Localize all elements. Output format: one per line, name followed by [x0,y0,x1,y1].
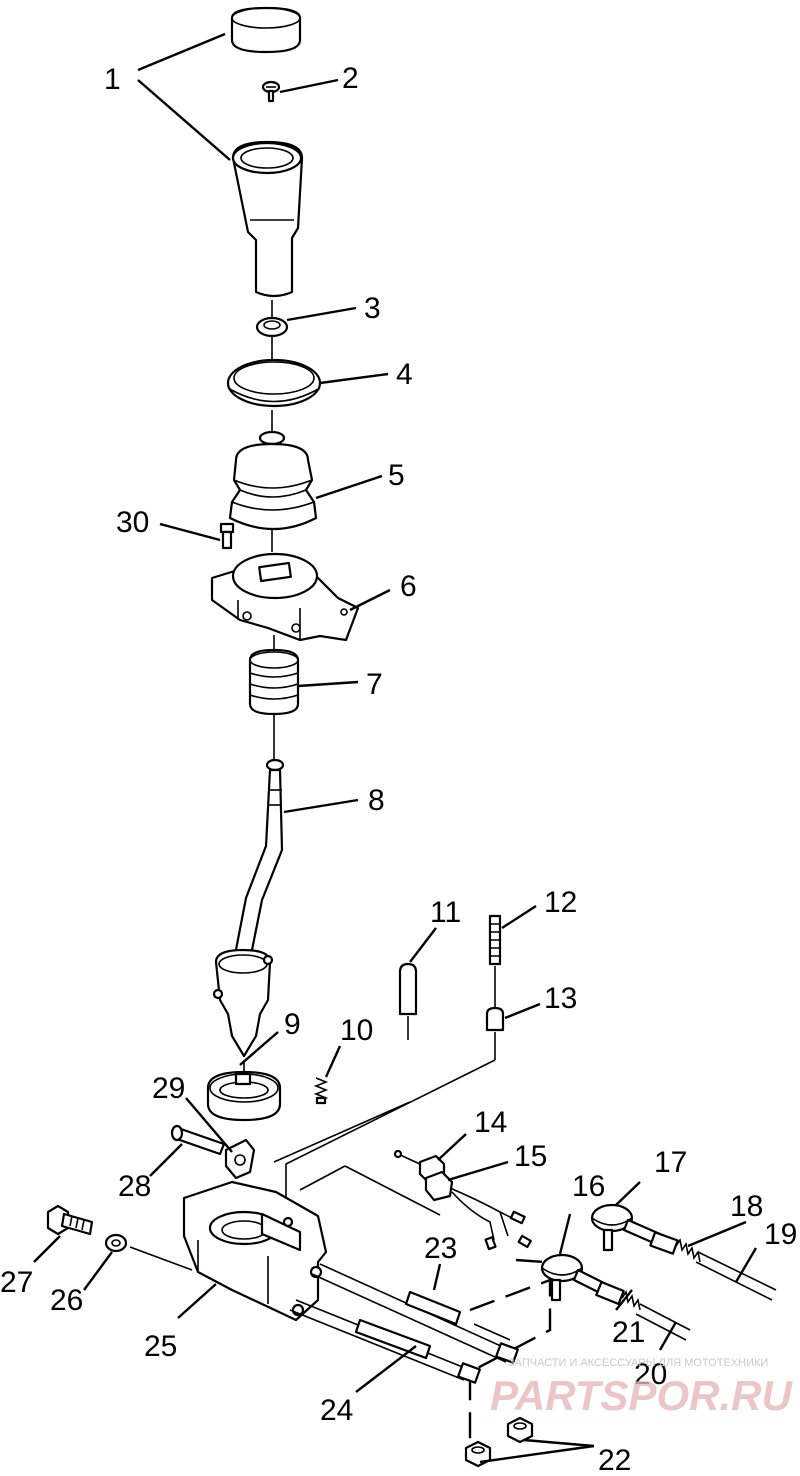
part-29-pivot [224,1138,256,1180]
part-19-cable [695,1251,777,1301]
callout-4: 4 [396,358,413,391]
part-23-link-rod [311,1263,519,1364]
callout-14: 14 [474,1106,507,1139]
callout-3: 3 [364,292,381,325]
part-13-spacer [273,1006,505,1220]
part-21-cable-sleeve [595,1280,641,1311]
callout-26: 26 [50,1284,83,1317]
part-26-washer [104,1233,128,1253]
callout-8: 8 [368,784,385,817]
callout-13: 13 [544,982,577,1015]
part-11-pin [398,962,418,1040]
callout-24: 24 [320,1394,353,1427]
part-28-pin [170,1124,226,1156]
callout-18: 18 [730,1190,763,1223]
callout-19: 19 [764,1218,797,1251]
callout-5: 5 [388,459,405,492]
callout-16: 16 [572,1170,605,1203]
callout-15: 15 [514,1140,547,1173]
part-20-cable [635,1303,691,1341]
part-22-nut [464,1440,492,1468]
leader-lines [33,32,758,1464]
part-27-bolt [46,1204,94,1236]
callout-27: 27 [0,1266,33,1299]
watermark-logo: PARTSPOR.RU [490,1372,793,1419]
watermark-tagline: ЗАПЧАСТИ И АКСЕССУАРЫ ДЛЯ МОТОТЕХНИКИ [508,1357,768,1369]
callout-21: 21 [612,1316,645,1349]
part-17-ball-joint [590,1203,662,1252]
callout-23: 23 [424,1232,457,1265]
callout-22: 22 [598,1444,631,1476]
part-22-nut-2 [506,1416,534,1444]
part-8-shift-lever [212,758,285,1058]
part-15-harness [424,1170,532,1251]
callout-17: 17 [654,1146,687,1179]
watermark: ЗАПЧАСТИ И АКСЕССУАРЫ ДЛЯ МОТОТЕХНИКИ PA… [490,1357,793,1419]
part-4-large-ring [226,358,322,408]
callout-20: 20 [634,1358,667,1391]
part-9-collar [206,1070,282,1122]
callout-25: 25 [144,1330,177,1363]
callout-10: 10 [340,1014,373,1047]
part-2-screw [261,80,281,103]
callout-28: 28 [118,1170,151,1203]
callout-30: 30 [116,506,149,539]
part-10-spring [313,1077,329,1105]
callout-7: 7 [366,668,383,701]
part-1-shift-knob [230,6,304,298]
callout-11: 11 [430,896,461,929]
callout-29: 29 [152,1072,185,1105]
callout-2: 2 [342,62,359,95]
part-30-bolt [219,522,235,550]
part-5-boot [228,430,318,531]
callout-6: 6 [400,570,417,603]
assembly-guide-lines [468,1258,552,1462]
part-3-ring [255,316,289,338]
part-12-stud [488,914,502,1008]
callout-labels: 1 2 3 4 5 30 6 7 8 11 12 13 9 10 29 14 1… [0,62,797,1476]
part-18-cable-sleeve [649,1231,701,1263]
part-6-bracket [210,552,360,642]
part-7-bushing [248,648,300,716]
callout-1: 1 [104,63,121,96]
callout-12: 12 [544,886,577,919]
callout-9: 9 [284,1008,301,1041]
part-25-base-housing [129,1180,328,1322]
part-24-link-rod [289,1299,511,1384]
